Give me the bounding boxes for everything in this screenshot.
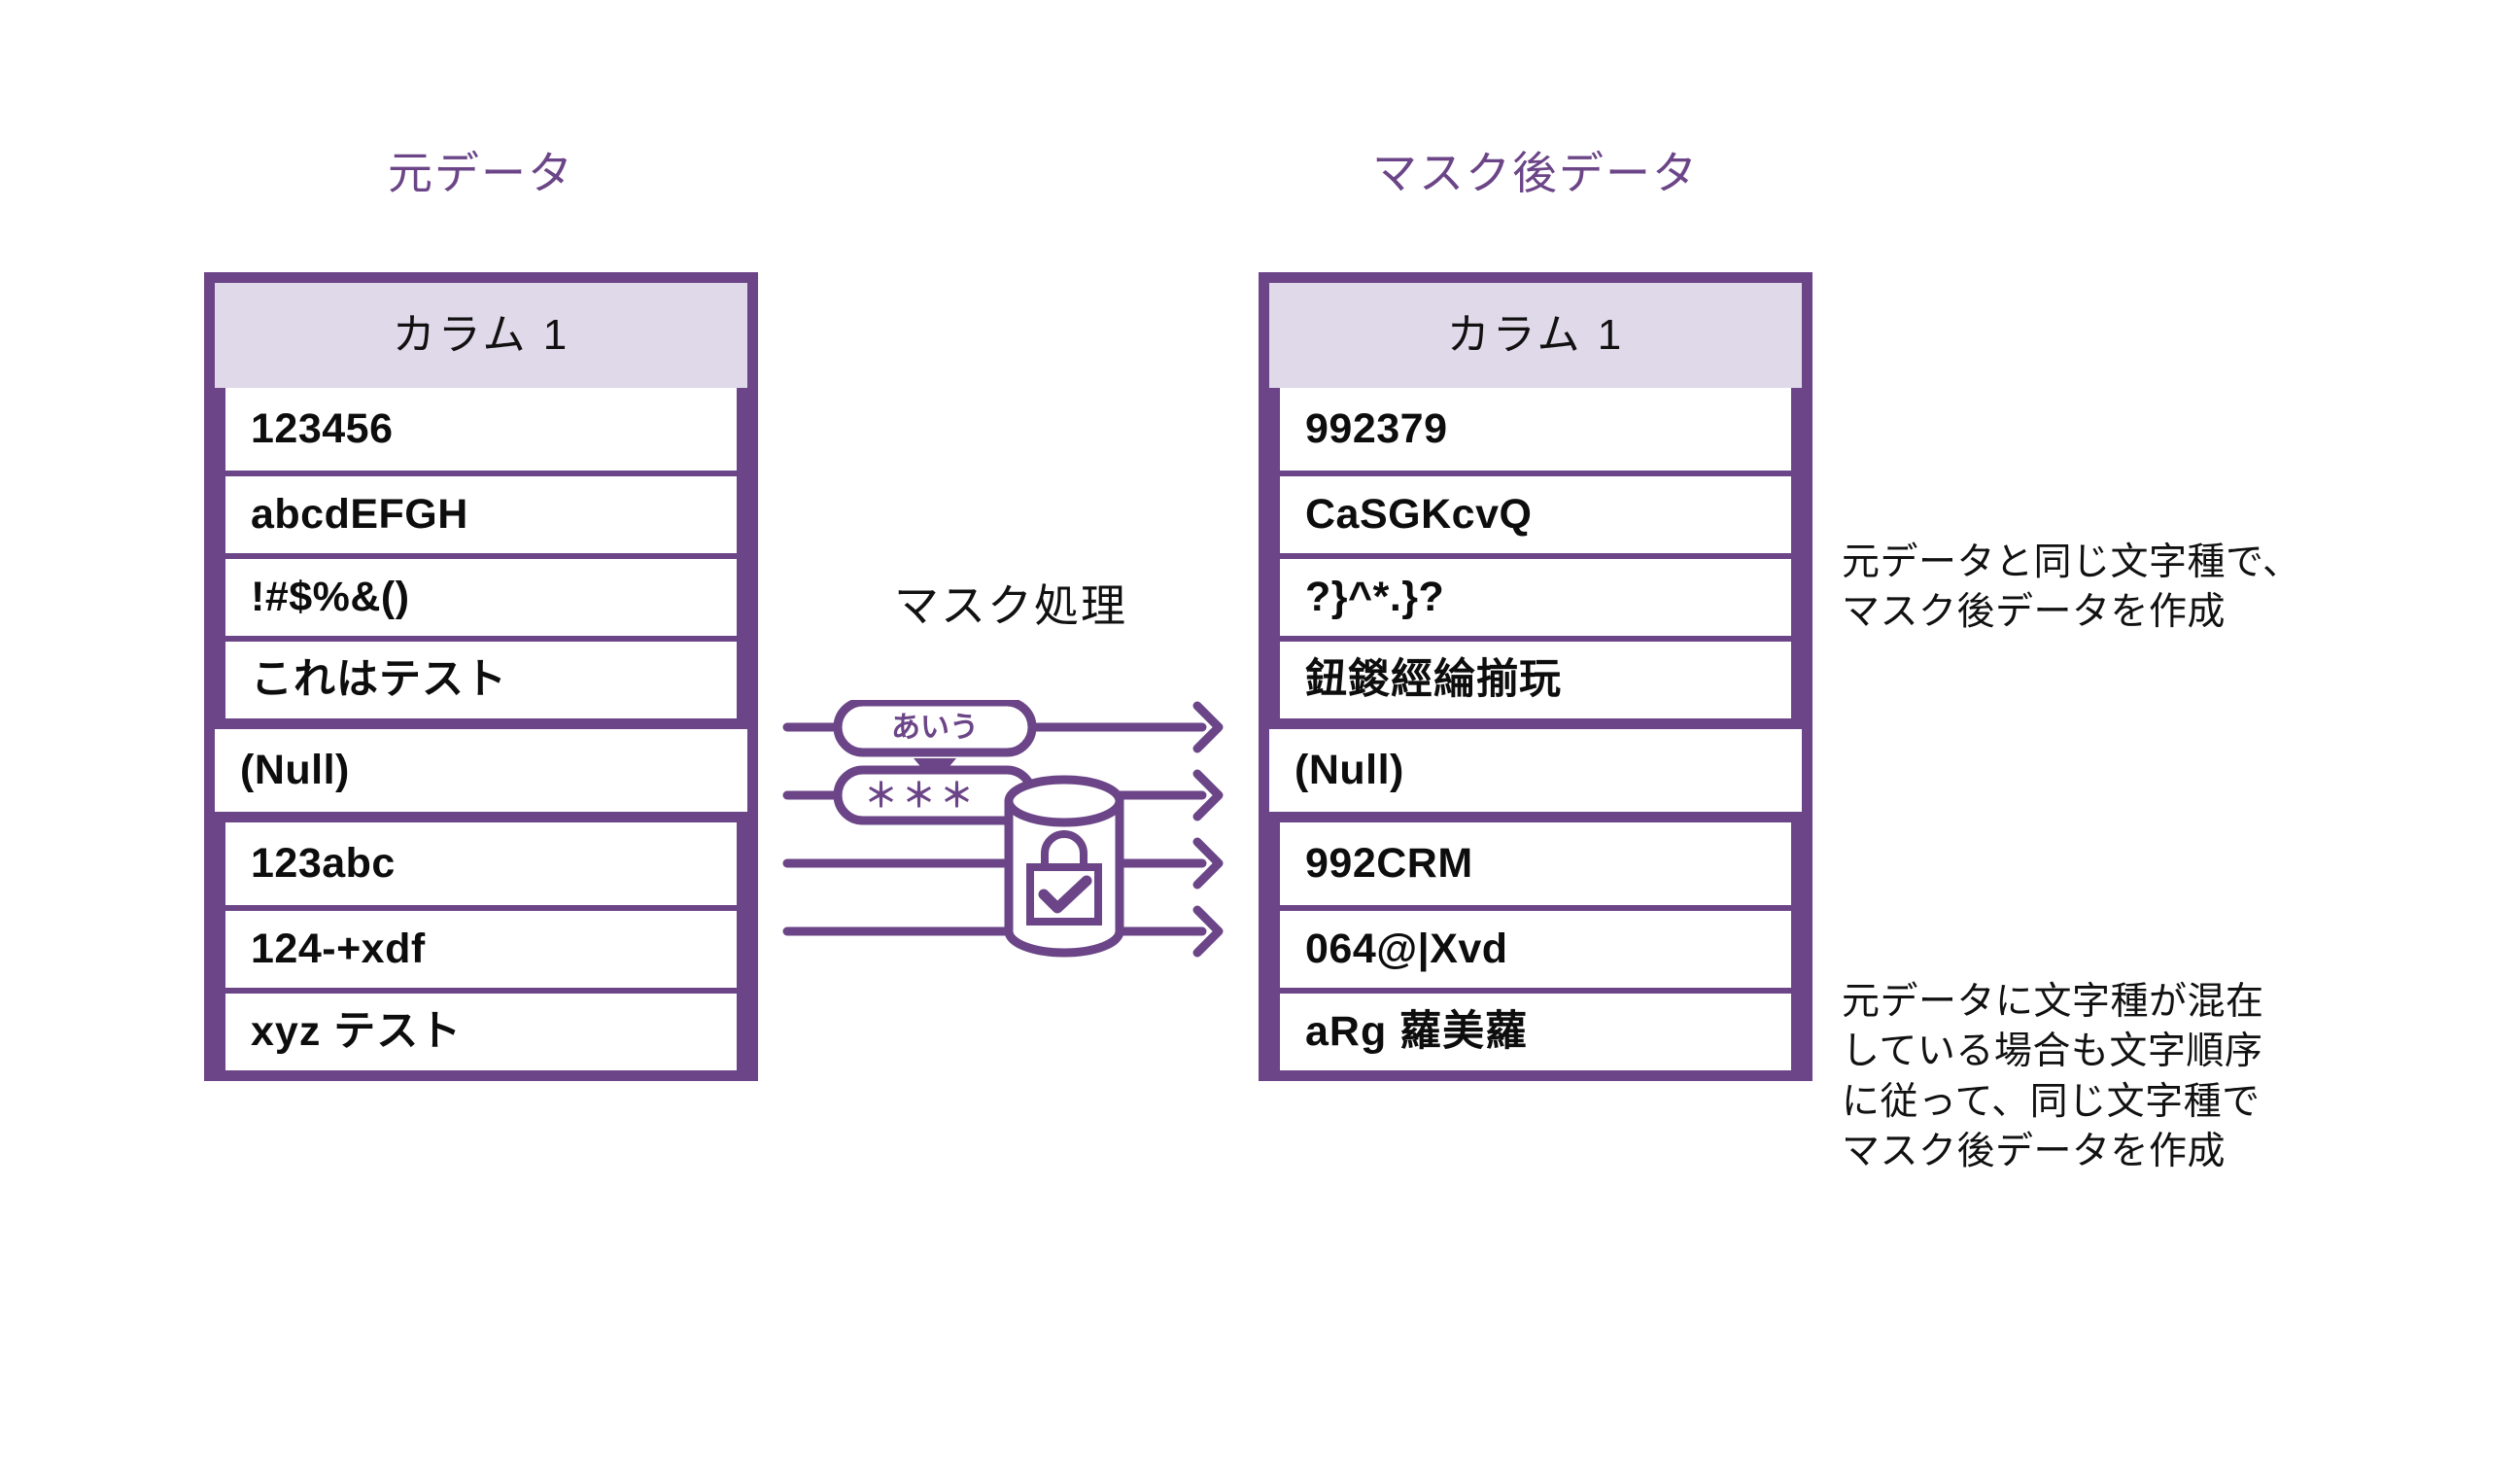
table-row: CaSGKcvQ bbox=[1280, 471, 1791, 553]
masked-column-header: カラム 1 bbox=[1269, 283, 1802, 388]
annotation-same-charset: 元データと同じ文字種で、 マスク後データを作成 bbox=[1842, 541, 2301, 634]
table-row: abcdEFGH bbox=[225, 471, 737, 553]
process-title: マスク処理 bbox=[894, 580, 1127, 631]
masked-data-table: カラム 1 992379 CaSGKcvQ ?}^*.}? 鈕鍐經綸揃玩 (Nu… bbox=[1259, 272, 1812, 1081]
table-row: aRg 蘿美蘿 bbox=[1280, 988, 1791, 1070]
masked-table-title: マスク後データ bbox=[1372, 148, 1699, 198]
kana-pill-icon: あいう bbox=[833, 697, 1037, 757]
table-row: 992CRM bbox=[1280, 822, 1791, 905]
table-row: !#$%&() bbox=[225, 553, 737, 636]
table-row-null: (Null) bbox=[1269, 729, 1802, 812]
original-row-group-3: 123abc 124-+xdf xyz テスト bbox=[215, 822, 747, 1070]
annotation-mixed-charset: 元データに文字種が混在 している場合も文字順序 に従って、同じ文字種で マスク後… bbox=[1842, 981, 2264, 1173]
mask-process-svg: あいう ＊＊＊ bbox=[782, 697, 1234, 962]
original-column-header: カラム 1 bbox=[215, 283, 747, 388]
table-row: xyz テスト bbox=[225, 988, 737, 1070]
masked-rows-wrap: 992379 CaSGKcvQ ?}^*.}? 鈕鍐經綸揃玩 (Null) 99… bbox=[1269, 388, 1802, 1070]
original-table-title: 元データ bbox=[388, 148, 574, 198]
asterisk-pill-label: ＊＊＊ bbox=[865, 778, 979, 815]
original-row-group-1: 123456 abcdEFGH !#$%&() これはテスト bbox=[215, 388, 747, 718]
database-cylinder-icon bbox=[1004, 775, 1124, 958]
asterisk-pill-icon: ＊＊＊ bbox=[833, 765, 1037, 825]
table-row-null: (Null) bbox=[215, 729, 747, 812]
table-row: 123abc bbox=[225, 822, 737, 905]
kana-pill-label: あいう bbox=[891, 712, 979, 744]
original-row-group-null: (Null) bbox=[215, 729, 747, 812]
table-row: 992379 bbox=[1280, 388, 1791, 471]
mask-process-graphic: あいう ＊＊＊ bbox=[777, 697, 1234, 962]
masked-row-group-null: (Null) bbox=[1269, 729, 1802, 812]
table-row: ?}^*.}? bbox=[1280, 553, 1791, 636]
table-row: 鈕鍐經綸揃玩 bbox=[1280, 636, 1791, 718]
table-row: これはテスト bbox=[225, 636, 737, 718]
masked-row-group-3: 992CRM 064@|Xvd aRg 蘿美蘿 bbox=[1269, 822, 1802, 1070]
table-row: 064@|Xvd bbox=[1280, 905, 1791, 988]
original-data-table: カラム 1 123456 abcdEFGH !#$%&() これはテスト (Nu… bbox=[204, 272, 758, 1081]
table-row: 123456 bbox=[225, 388, 737, 471]
lock-check-icon bbox=[1026, 830, 1102, 926]
masked-row-group-1: 992379 CaSGKcvQ ?}^*.}? 鈕鍐經綸揃玩 bbox=[1269, 388, 1802, 718]
original-rows-wrap: 123456 abcdEFGH !#$%&() これはテスト (Null) 12… bbox=[215, 388, 747, 1070]
table-row: 124-+xdf bbox=[225, 905, 737, 988]
